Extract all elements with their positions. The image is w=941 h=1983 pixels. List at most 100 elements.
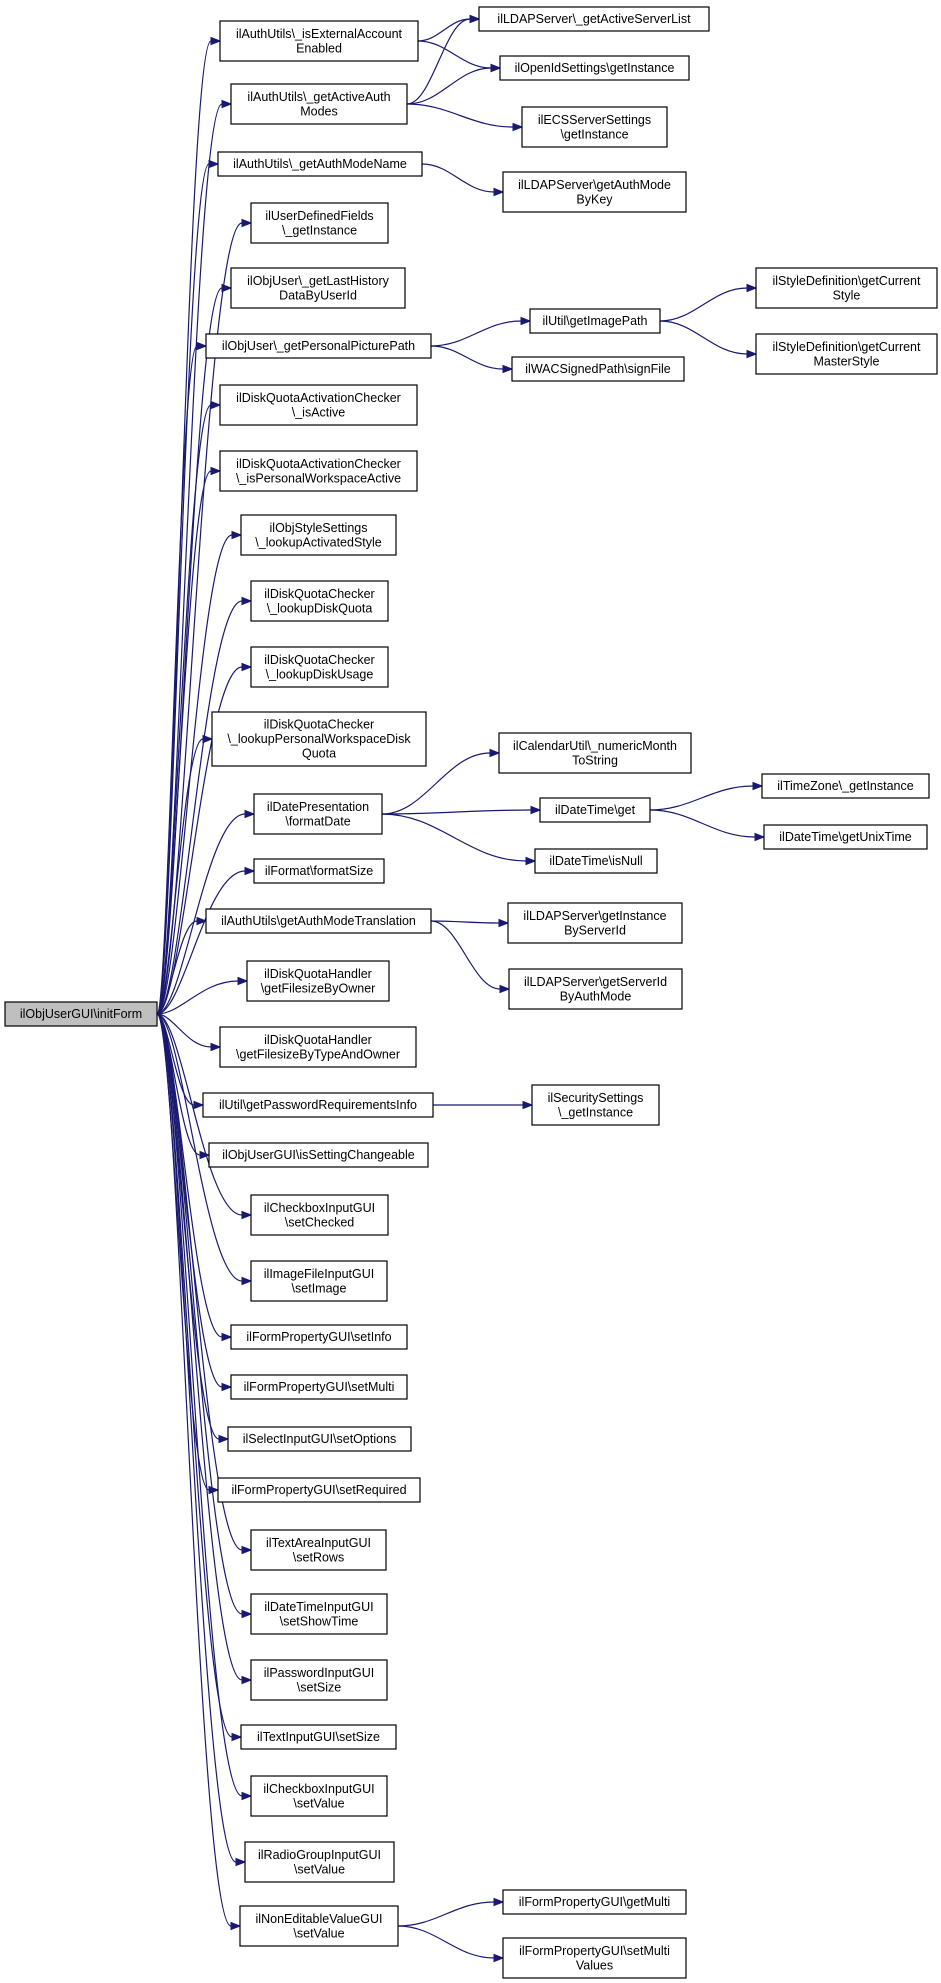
graph-node[interactable]: ilNonEditableValueGUI\setValue: [239, 1905, 399, 1947]
node-box: [508, 968, 683, 1010]
root-node[interactable]: ilObjUserGUI\initForm: [4, 1001, 158, 1027]
node-label: ilFormPropertyGUI\setMulti: [519, 1944, 670, 1958]
node-label: ilDateTimeInputGUI: [264, 1600, 373, 1614]
graph-node[interactable]: ilWACSignedPath\signFile: [511, 356, 685, 382]
node-label: \_getInstance: [282, 223, 357, 237]
graph-node[interactable]: ilObjUserGUI\isSettingChangeable: [208, 1142, 429, 1168]
graph-node[interactable]: ilFormat\formatSize: [253, 858, 385, 884]
graph-node[interactable]: ilDiskQuotaHandler\getFilesizeByOwner: [246, 960, 390, 1002]
graph-node[interactable]: ilDateTime\get: [539, 797, 651, 823]
node-label: \setChecked: [285, 1215, 355, 1229]
node-label: \setValue: [293, 1796, 344, 1810]
arrowhead-icon: [208, 1485, 220, 1495]
arrowhead-icon: [202, 734, 214, 744]
node-label: ilLDAPServer\_getActiveServerList: [497, 12, 691, 26]
graph-node[interactable]: ilFormPropertyGUI\setInfo: [230, 1324, 408, 1350]
graph-node[interactable]: ilFormPropertyGUI\getMulti: [502, 1889, 687, 1915]
graph-node[interactable]: ilTextAreaInputGUI\setRows: [250, 1529, 387, 1571]
graph-node[interactable]: ilCheckboxInputGUI\setValue: [250, 1775, 388, 1817]
graph-node[interactable]: ilFormPropertyGUI\setRequired: [217, 1477, 421, 1503]
edge-line: [397, 1901, 495, 1927]
graph-node[interactable]: ilDateTime\isNull: [534, 848, 658, 874]
node-box: [478, 6, 710, 32]
edge-line: [156, 1013, 243, 1797]
node-label: ilLDAPServer\getServerId: [524, 975, 667, 989]
node-box: [502, 1889, 687, 1915]
node-label: ilRadioGroupInputGUI: [258, 1848, 381, 1862]
edge-root-n14: [156, 866, 256, 1015]
graph-node[interactable]: ilObjStyleSettings\_lookupActivatedStyle: [240, 514, 397, 556]
graph-node[interactable]: ilUserDefinedFields\_getInstance: [250, 202, 389, 244]
graph-node[interactable]: ilAuthUtils\getAuthModeTranslation: [205, 908, 432, 934]
node-box: [250, 1593, 388, 1635]
graph-node[interactable]: ilDateTimeInputGUI\setShowTime: [250, 1593, 388, 1635]
arrowhead-icon: [231, 530, 243, 540]
edge-line: [156, 1013, 233, 1738]
graph-node[interactable]: ilUtil\getPasswordRequirementsInfo: [202, 1092, 434, 1118]
edge-root-n32: [156, 1013, 242, 1931]
edge-n13-m11: [381, 813, 537, 866]
edge-line: [156, 1013, 243, 1551]
edge-m5-m8: [659, 320, 758, 359]
arrowhead-icon: [237, 976, 249, 986]
graph-node[interactable]: ilDiskQuotaChecker\_lookupDiskQuota: [250, 580, 389, 622]
node-box: [250, 1775, 388, 1817]
graph-node[interactable]: ilUtil\getImagePath: [529, 308, 661, 334]
graph-node[interactable]: ilTimeZone\_getInstance: [761, 773, 930, 799]
node-label: \_getInstance: [558, 1105, 633, 1119]
graph-node[interactable]: ilECSServerSettings\getInstance: [521, 106, 668, 148]
arrowhead-icon: [241, 1791, 253, 1801]
graph-node[interactable]: ilLDAPServer\_getActiveServerList: [478, 6, 710, 32]
node-label: ilObjUserGUI\initForm: [20, 1007, 142, 1021]
node-label: \getFilesizeByTypeAndOwner: [236, 1047, 400, 1061]
arrowhead-icon: [241, 1210, 253, 1220]
edge-line: [156, 738, 204, 1015]
arrowhead-icon: [244, 866, 256, 876]
node-box: [250, 1529, 387, 1571]
graph-node[interactable]: ilDiskQuotaActivationChecker\_isPersonal…: [219, 450, 418, 492]
graph-node[interactable]: ilFormPropertyGUI\setMulti: [230, 1374, 408, 1400]
node-label: ByServerId: [564, 923, 626, 937]
graph-node[interactable]: ilDiskQuotaHandler\getFilesizeByTypeAndO…: [219, 1026, 417, 1068]
node-label: ilFormPropertyGUI\getMulti: [519, 1895, 670, 1909]
node-label: ilDiskQuotaHandler: [264, 1033, 372, 1047]
edge-n15-m15: [430, 920, 511, 994]
arrowhead-icon: [241, 1675, 253, 1685]
graph-node[interactable]: ilImageFileInputGUI\setImage: [250, 1260, 388, 1302]
node-box: [202, 1092, 434, 1118]
arrowhead-icon: [199, 1150, 211, 1160]
edge-line: [659, 320, 748, 355]
graph-node[interactable]: ilOpenIdSettings\getInstance: [499, 55, 690, 81]
graph-node[interactable]: ilTextInputGUI\setSize: [240, 1724, 397, 1750]
arrowhead-icon: [221, 99, 233, 109]
edge-root-n16: [156, 976, 249, 1015]
graph-node[interactable]: ilDatePresentation\formatDate: [253, 793, 383, 835]
arrowhead-icon: [241, 662, 253, 672]
graph-node[interactable]: ilSecuritySettings\_getInstance: [531, 1084, 660, 1126]
node-box: [250, 202, 389, 244]
arrowhead-icon: [241, 1545, 253, 1555]
graph-node[interactable]: ilDateTime\getUnixTime: [763, 824, 928, 850]
arrowhead-icon: [241, 1609, 253, 1619]
graph-node[interactable]: ilSelectInputGUI\setOptions: [227, 1426, 412, 1452]
graph-node[interactable]: ilDiskQuotaChecker\_lookupDiskUsage: [250, 646, 389, 688]
graph-node[interactable]: ilRadioGroupInputGUI\setValue: [244, 1841, 395, 1883]
graph-node[interactable]: ilObjUser\_getPersonalPicturePath: [205, 333, 432, 359]
edge-root-n30: [156, 1013, 253, 1801]
graph-node[interactable]: ilCheckboxInputGUI\setChecked: [250, 1194, 389, 1236]
graph-node[interactable]: ilAuthUtils\_getAuthModeName: [217, 151, 423, 177]
graph-node[interactable]: ilDiskQuotaActivationChecker\_isActive: [219, 384, 418, 426]
graph-node[interactable]: ilDiskQuotaChecker\_lookupPersonalWorksp…: [211, 711, 427, 767]
graph-node[interactable]: ilPasswordInputGUI\setSize: [250, 1659, 388, 1701]
node-label: ilCheckboxInputGUI: [263, 1782, 374, 1796]
